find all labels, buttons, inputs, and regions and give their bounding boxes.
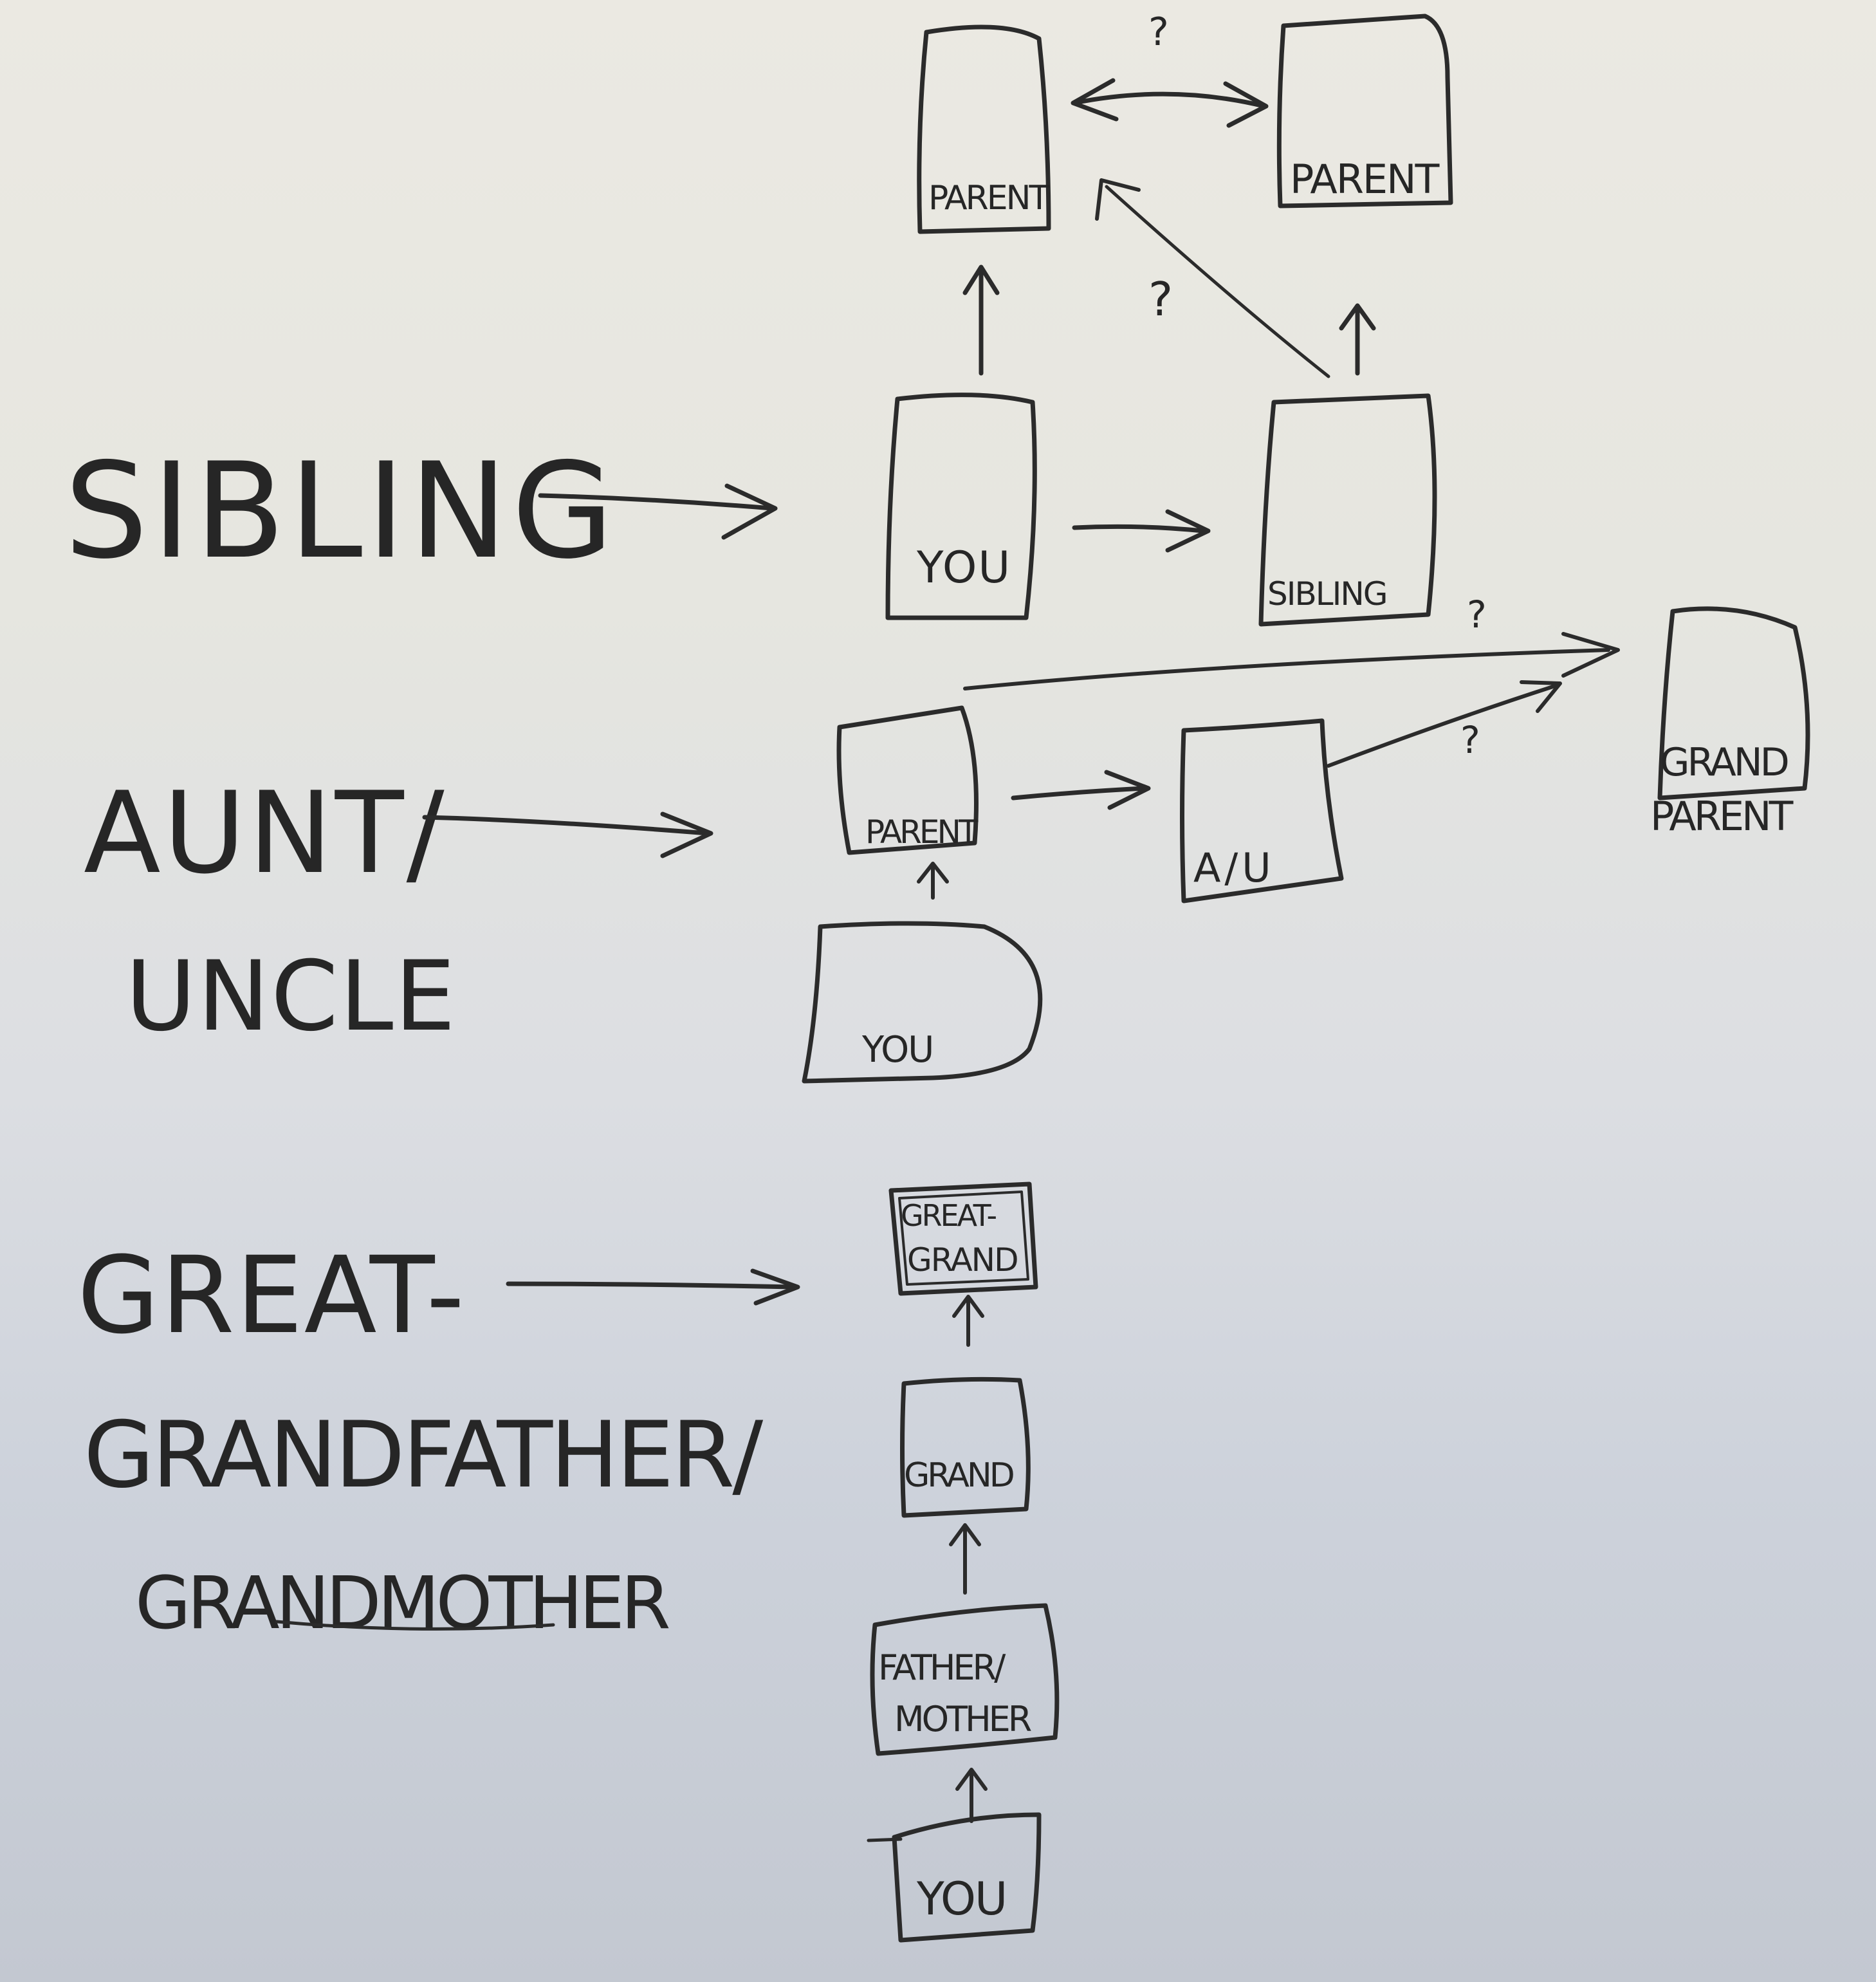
parent-right-label: PARENT (1290, 156, 1440, 203)
arrow-au-to-grandparent: ? (1327, 680, 1562, 768)
box-grand: GRAND (900, 1376, 1031, 1518)
father-mother-label-line2: MOTHER (894, 1699, 1031, 1739)
box-sibling: SIBLING (1258, 393, 1437, 627)
arrow-you-to-parent-au (917, 862, 949, 900)
label-grandmother: GRANDMOTHER (135, 1562, 669, 1645)
parent-left-label: PARENT (928, 179, 1049, 218)
box-parent-left: PARENT (917, 24, 1051, 234)
arrow-you-to-parent-gg (955, 1768, 988, 1823)
au-label: A/U (1193, 844, 1275, 891)
you-au-label: YOU (861, 1029, 933, 1071)
box-parent-right: PARENT (1276, 14, 1453, 208)
arrow-parent-to-grandparent: ? (963, 593, 1620, 690)
arrow-sibling-pointer (538, 483, 778, 540)
arrow-parent-to-au (1011, 770, 1151, 810)
question-mark-parent-grand: ? (1467, 593, 1487, 636)
arrow-great-pointer (506, 1268, 800, 1306)
great-grand-label-line2: GRAND (907, 1241, 1018, 1279)
label-aunt: AUNT/ (84, 768, 447, 899)
arrow-grand-to-great-grand (952, 1295, 984, 1347)
box-great-grand: GREAT- GRAND (888, 1181, 1038, 1296)
arrow-you-to-parent (962, 264, 1000, 376)
arrow-parents-double: ? (1071, 10, 1269, 128)
question-mark-au-grand: ? (1460, 718, 1480, 762)
arrow-parent-to-grand (949, 1523, 981, 1595)
father-mother-label-line1: FATHER/ (878, 1647, 1006, 1688)
box-au: A/U (1180, 718, 1344, 903)
question-mark-sibling-parent: ? (1148, 272, 1173, 326)
box-you-gg: YOU (867, 1812, 1042, 1943)
great-grand-label-line1: GREAT- (901, 1198, 996, 1233)
box-you-au: YOU (802, 921, 1043, 1084)
you-sibling-label: YOU (916, 542, 1011, 593)
box-parent-au: PARENT (836, 705, 981, 855)
you-gg-label: YOU (916, 1873, 1006, 1925)
grand-label: GRAND (904, 1456, 1013, 1495)
grandmother-underline (275, 1620, 555, 1631)
grandparent-label-line1: GRAND (1660, 740, 1788, 785)
box-grandparent: GRAND PARENT (1650, 606, 1810, 840)
arrow-you-to-sibling (1072, 509, 1211, 553)
arrow-sibling-to-parent-left: ? (1095, 178, 1330, 378)
label-uncle: UNCLE (125, 941, 457, 1053)
box-you-sibling: YOU (885, 393, 1037, 620)
label-grandfather: GRANDFATHER/ (84, 1402, 763, 1508)
parent-au-label: PARENT (865, 813, 979, 851)
arrow-sibling-to-parent-right (1339, 303, 1376, 376)
label-great: GREAT- (77, 1234, 466, 1357)
question-mark-parents: ? (1148, 10, 1169, 55)
sibling-box-label: SIBLING (1267, 575, 1387, 613)
box-father-mother: FATHER/ MOTHER (870, 1603, 1060, 1756)
grandparent-label-line2: PARENT (1650, 793, 1794, 840)
arrow-aunt-pointer (422, 811, 713, 858)
label-sibling: SIBLING (64, 435, 618, 588)
